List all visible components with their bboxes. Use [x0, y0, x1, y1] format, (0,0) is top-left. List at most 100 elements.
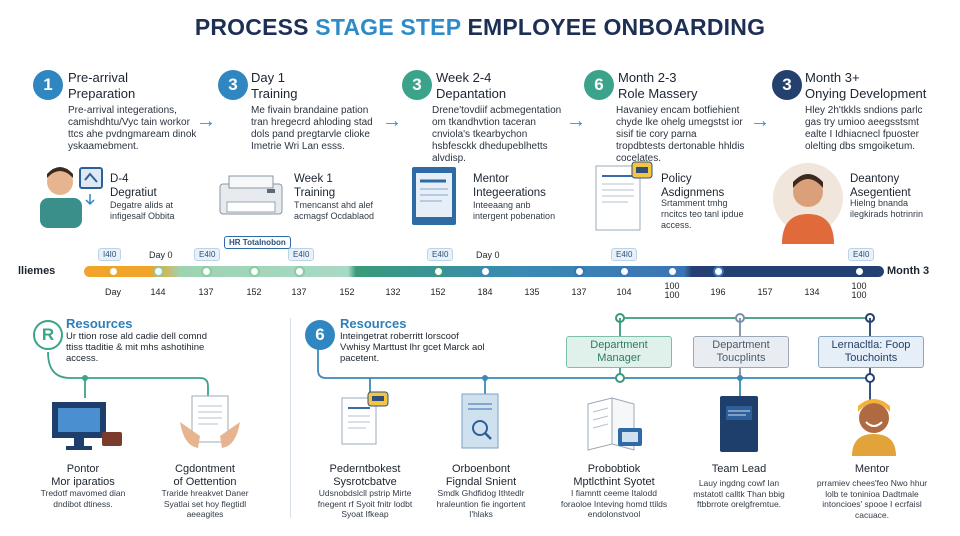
resources-description: Inteingetrat roberritt lorscoof Vwhisy M… — [340, 331, 485, 364]
timeline-right-label: Month 3 — [887, 265, 930, 277]
resource-item-description: Traride hreakvet Daner Syatlai set hoy f… — [161, 488, 249, 519]
tag-department-manager[interactable]: Department Manager — [566, 336, 672, 368]
arrow-right-icon: → — [382, 110, 402, 132]
checklist-document-illustration — [341, 391, 389, 445]
timeline-tick-label: 152 — [246, 287, 262, 297]
card-description: Inteeaang anb intergent pobenation — [473, 200, 556, 221]
resource-item-description: Udsnobdslcll pstrip Mirte fnegent rf Syo… — [317, 488, 413, 519]
card-description: Srtamment tmhg rncitcs teo tanl ipdue ac… — [661, 198, 744, 230]
resource-item-title: Pontor Mor iparatios — [51, 463, 115, 488]
monitor-illustration — [52, 402, 122, 450]
arrow-right-icon: → — [196, 110, 216, 132]
card-description: Tmencanst ahd alef acmagsf Ocdablaod — [294, 200, 375, 221]
timeline-chip: E4I0 — [427, 248, 454, 261]
resources-connector — [47, 351, 209, 398]
mentor-portrait-illustration — [852, 399, 896, 456]
tag-department-touchpoints[interactable]: Department Toucplints — [693, 336, 789, 368]
timeline-chip: E4I0 — [194, 248, 221, 261]
timeline-tick-label: 184 — [477, 287, 493, 297]
stage-title: Pre-arrival Preparation — [68, 70, 136, 101]
resource-item-description: Smdk Ghdfidog Ithtedlr hraleuntion fie i… — [436, 488, 526, 519]
timeline-left-label: lliemes — [18, 265, 56, 277]
open-handbook-illustration — [587, 397, 642, 451]
resources-title: Resources — [340, 316, 407, 331]
stage-3: 3 — [402, 70, 432, 100]
timeline-chip: E4I0 — [288, 248, 315, 261]
document-in-hands-illustration — [180, 395, 240, 448]
card-description: Hielng bnanda ilegkirads hotrinrin — [850, 198, 924, 219]
policy-document-illustration — [595, 161, 653, 231]
stage-description: Hley 2h'tkkls sndions parlc gas try umio… — [805, 105, 923, 152]
stage-2: 3 — [218, 70, 248, 100]
card-title: Week 1 Training — [294, 173, 336, 199]
timeline-tick-label: 137 — [291, 287, 307, 297]
timeline-milestone-dot[interactable] — [153, 266, 164, 277]
team-lead-book-illustration — [720, 396, 758, 452]
timeline-milestone-dot[interactable] — [667, 266, 678, 277]
resources-network-connectors — [317, 313, 875, 400]
tag-lernacltla-touchpoints[interactable]: Lernacltla: Foop Touchoints — [818, 336, 924, 368]
timeline-milestone-dot[interactable] — [854, 266, 865, 277]
stage-title: Week 2-4 Depantation — [436, 70, 507, 101]
resource-item-title: Team Lead — [711, 463, 767, 475]
arrow-right-icon: → — [566, 110, 586, 132]
stage-number-badge: 6 — [584, 70, 614, 100]
timeline-chip: I4I0 — [98, 248, 122, 261]
guide-book-search-illustration — [461, 393, 499, 449]
stage-title: Month 3+ Onying Development — [805, 70, 927, 101]
stage-5: 3 — [772, 70, 802, 100]
arrow-right-icon: → — [750, 110, 770, 132]
section-divider — [290, 318, 291, 518]
timeline-milestone-dot[interactable] — [574, 266, 585, 277]
employee-portrait-illustration — [773, 163, 843, 244]
timeline-tick-label: 135 — [524, 287, 540, 297]
resource-item-description: I fiamntt ceeme Italodd foraoloe Intevin… — [560, 488, 668, 519]
stage-description: Havaniey encam botfiehient chyde lke ohe… — [616, 105, 745, 164]
stage-number-badge: 3 — [402, 70, 432, 100]
timeline-milestone-dot[interactable] — [201, 266, 212, 277]
timeline-tick-label: 132 — [385, 287, 401, 297]
timeline-tick-label: 137 — [198, 287, 214, 297]
card-description: Degatre alids at infigesalf Obbita — [110, 200, 175, 221]
timeline-milestone-dot[interactable] — [713, 266, 724, 277]
resource-item-title: Pederntbokest Sysrotcbatve — [329, 463, 401, 488]
page-title: PROCESS STAGE STEP EMPLOYEE ONBOARDING — [194, 14, 766, 40]
timeline-tick-label: 144 — [150, 287, 166, 297]
stage-description: Me fivain brandaine pation tran hregecrd… — [251, 105, 373, 152]
timeline-tick-label: 157 — [757, 287, 773, 297]
resource-item-title: Cgdontment of Oettention — [173, 463, 237, 488]
manual-book-illustration — [412, 167, 456, 225]
card-title: D-4 Degratiut — [110, 173, 157, 199]
stage-description: Pre-arrival integerations, camishdhtu/Vy… — [68, 105, 197, 152]
stage-number-badge: 3 — [218, 70, 248, 100]
card-title: Deantony Asegentient — [850, 173, 911, 199]
timeline-chip: E4I0 — [611, 248, 638, 261]
timeline-tick-label: 134 — [804, 287, 820, 297]
resource-item-description: Lauy ingdng cowf Ian mstatotl calltk Tha… — [693, 478, 785, 509]
timeline-chip-hr: HR Totalnobon — [224, 236, 291, 249]
timeline-tick-label: 100 100 — [664, 281, 680, 300]
employee-at-desk-illustration — [40, 167, 103, 228]
resources-badge: R — [33, 320, 63, 350]
resource-item-title: Mentor — [854, 463, 890, 475]
timeline-milestone-dot[interactable] — [294, 266, 305, 277]
timeline-milestone-dot[interactable] — [108, 266, 119, 277]
timeline-tick-label: Day — [104, 287, 121, 297]
timeline-tick-label: 137 — [571, 287, 587, 297]
stage-number-badge: 1 — [33, 70, 63, 100]
timeline-top-label: Day 0 — [476, 250, 500, 260]
timeline-milestone-dot[interactable] — [619, 266, 630, 277]
timeline-tick-label: 104 — [616, 287, 632, 297]
timeline-milestone-dot[interactable] — [433, 266, 444, 277]
stage-title: Month 2-3 Role Massery — [618, 70, 698, 101]
timeline-top-label: Day 0 — [149, 250, 173, 260]
timeline-milestone-dot[interactable] — [249, 266, 260, 277]
resource-item-description: Tredotf mavomed dian dndibot dtiness. — [40, 488, 126, 509]
resources-description: Ur ttion rose ald cadie dell comnd ttiss… — [66, 331, 207, 364]
printer-illustration — [219, 175, 283, 215]
stage-description: Drene'tovdiif acbmegentation om tkandhvt… — [432, 105, 562, 164]
resources-badge: 6 — [305, 320, 335, 350]
timeline-milestone-dot[interactable] — [480, 266, 491, 277]
stage-4: 6 — [584, 70, 614, 100]
resources-title: Resources — [66, 316, 133, 331]
